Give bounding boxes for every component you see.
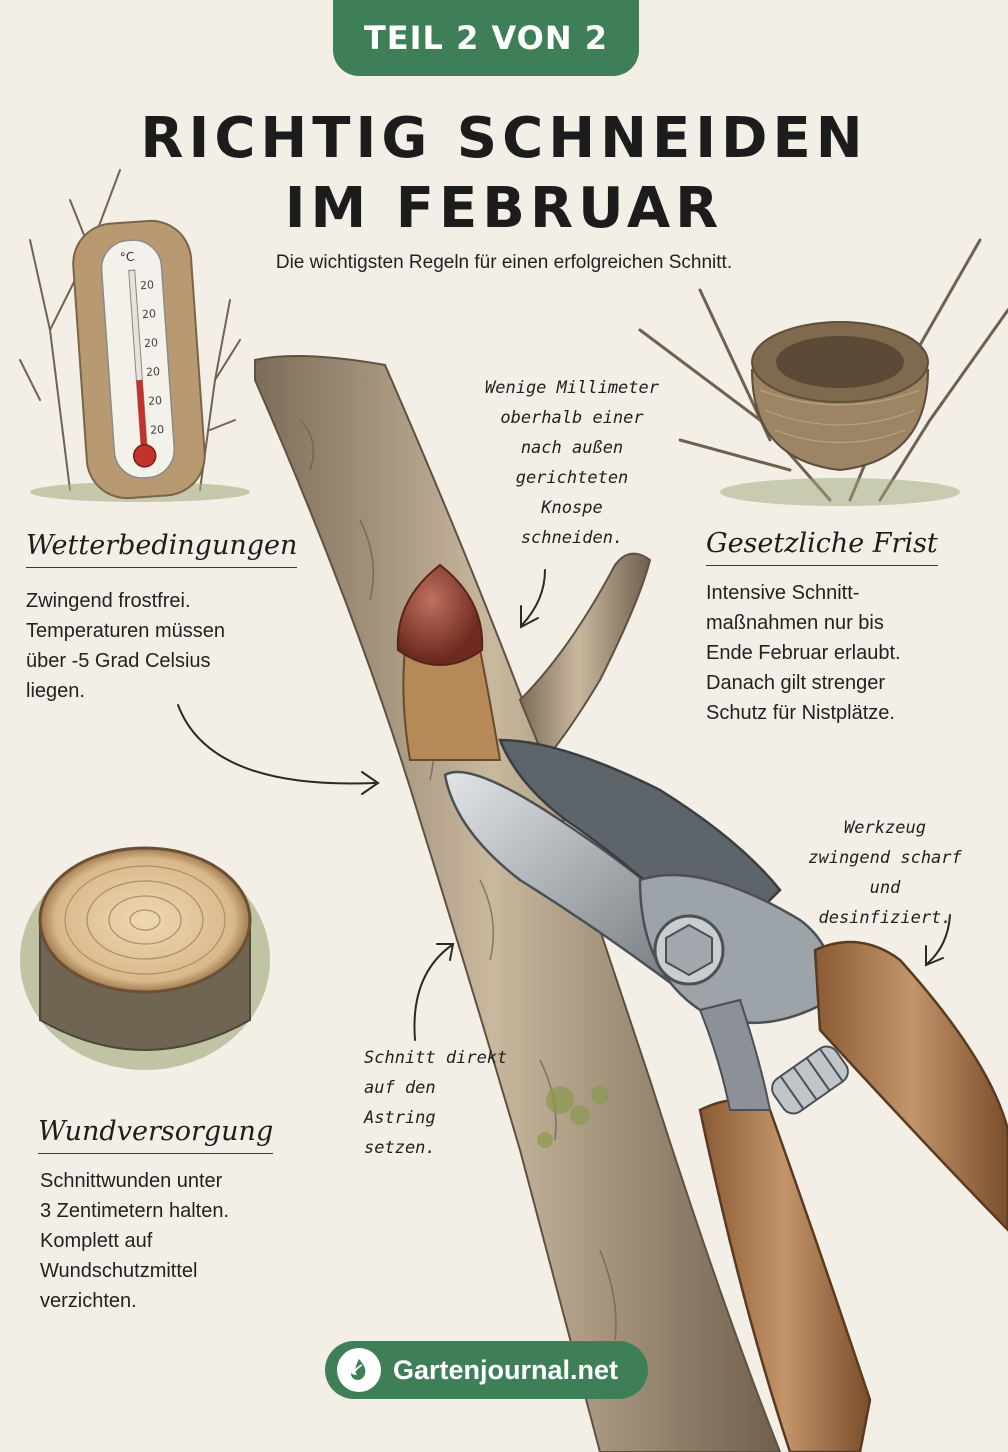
part-badge: TEIL 2 VON 2	[333, 0, 639, 76]
thermometer-illustration	[19, 169, 250, 502]
leaf-drop-icon	[337, 1348, 381, 1392]
arrow-tool	[927, 914, 951, 964]
note-tool: Werkzeug zwingend scharf und desinfizier…	[808, 818, 962, 928]
weather-text: Zwingend frostfrei. Temperaturen müssen …	[26, 590, 225, 702]
stump-illustration	[20, 846, 270, 1070]
arrow-bud	[521, 569, 546, 626]
scale-label: 20	[143, 336, 159, 351]
title-line-1: RICHTIG SCHNEIDEN	[140, 106, 868, 171]
footer-brand[interactable]: Gartenjournal.net	[325, 1341, 648, 1399]
nest-illustration	[638, 238, 1008, 506]
scale-label: 20	[147, 393, 163, 408]
title-line-2: IM FEBRUAR	[284, 176, 724, 241]
page-title: RICHTIG SCHNEIDEN IM FEBRUAR	[0, 104, 1008, 244]
note-bud: Wenige Millimeter oberhalb einer nach au…	[485, 378, 659, 548]
deadline-text: Intensive Schnitt- maßnahmen nur bis End…	[706, 582, 901, 724]
annotation-arrows	[177, 569, 951, 1041]
arrow-ring	[413, 944, 453, 1041]
shears-illustration	[443, 738, 1008, 1452]
footer-label: Gartenjournal.net	[393, 1354, 619, 1385]
wound-text: Schnittwunden unter 3 Zentimetern halten…	[40, 1170, 229, 1312]
deadline-heading: Gesetzliche Frist	[706, 528, 938, 566]
bud-illustration	[396, 563, 502, 761]
note-ring: Schnitt direkt auf den Astring setzen.	[364, 1048, 508, 1158]
scale-label: 20	[149, 422, 165, 437]
scale-label: 20	[145, 365, 161, 379]
branch-illustration	[254, 355, 782, 1452]
page-subtitle: Die wichtigsten Regeln für einen erfolgr…	[275, 252, 733, 273]
weather-heading: Wetterbedingungen	[26, 530, 298, 568]
arrow-weather	[177, 704, 376, 785]
scale-label: 20	[141, 307, 157, 322]
wound-heading: Wundversorgung	[38, 1116, 274, 1154]
